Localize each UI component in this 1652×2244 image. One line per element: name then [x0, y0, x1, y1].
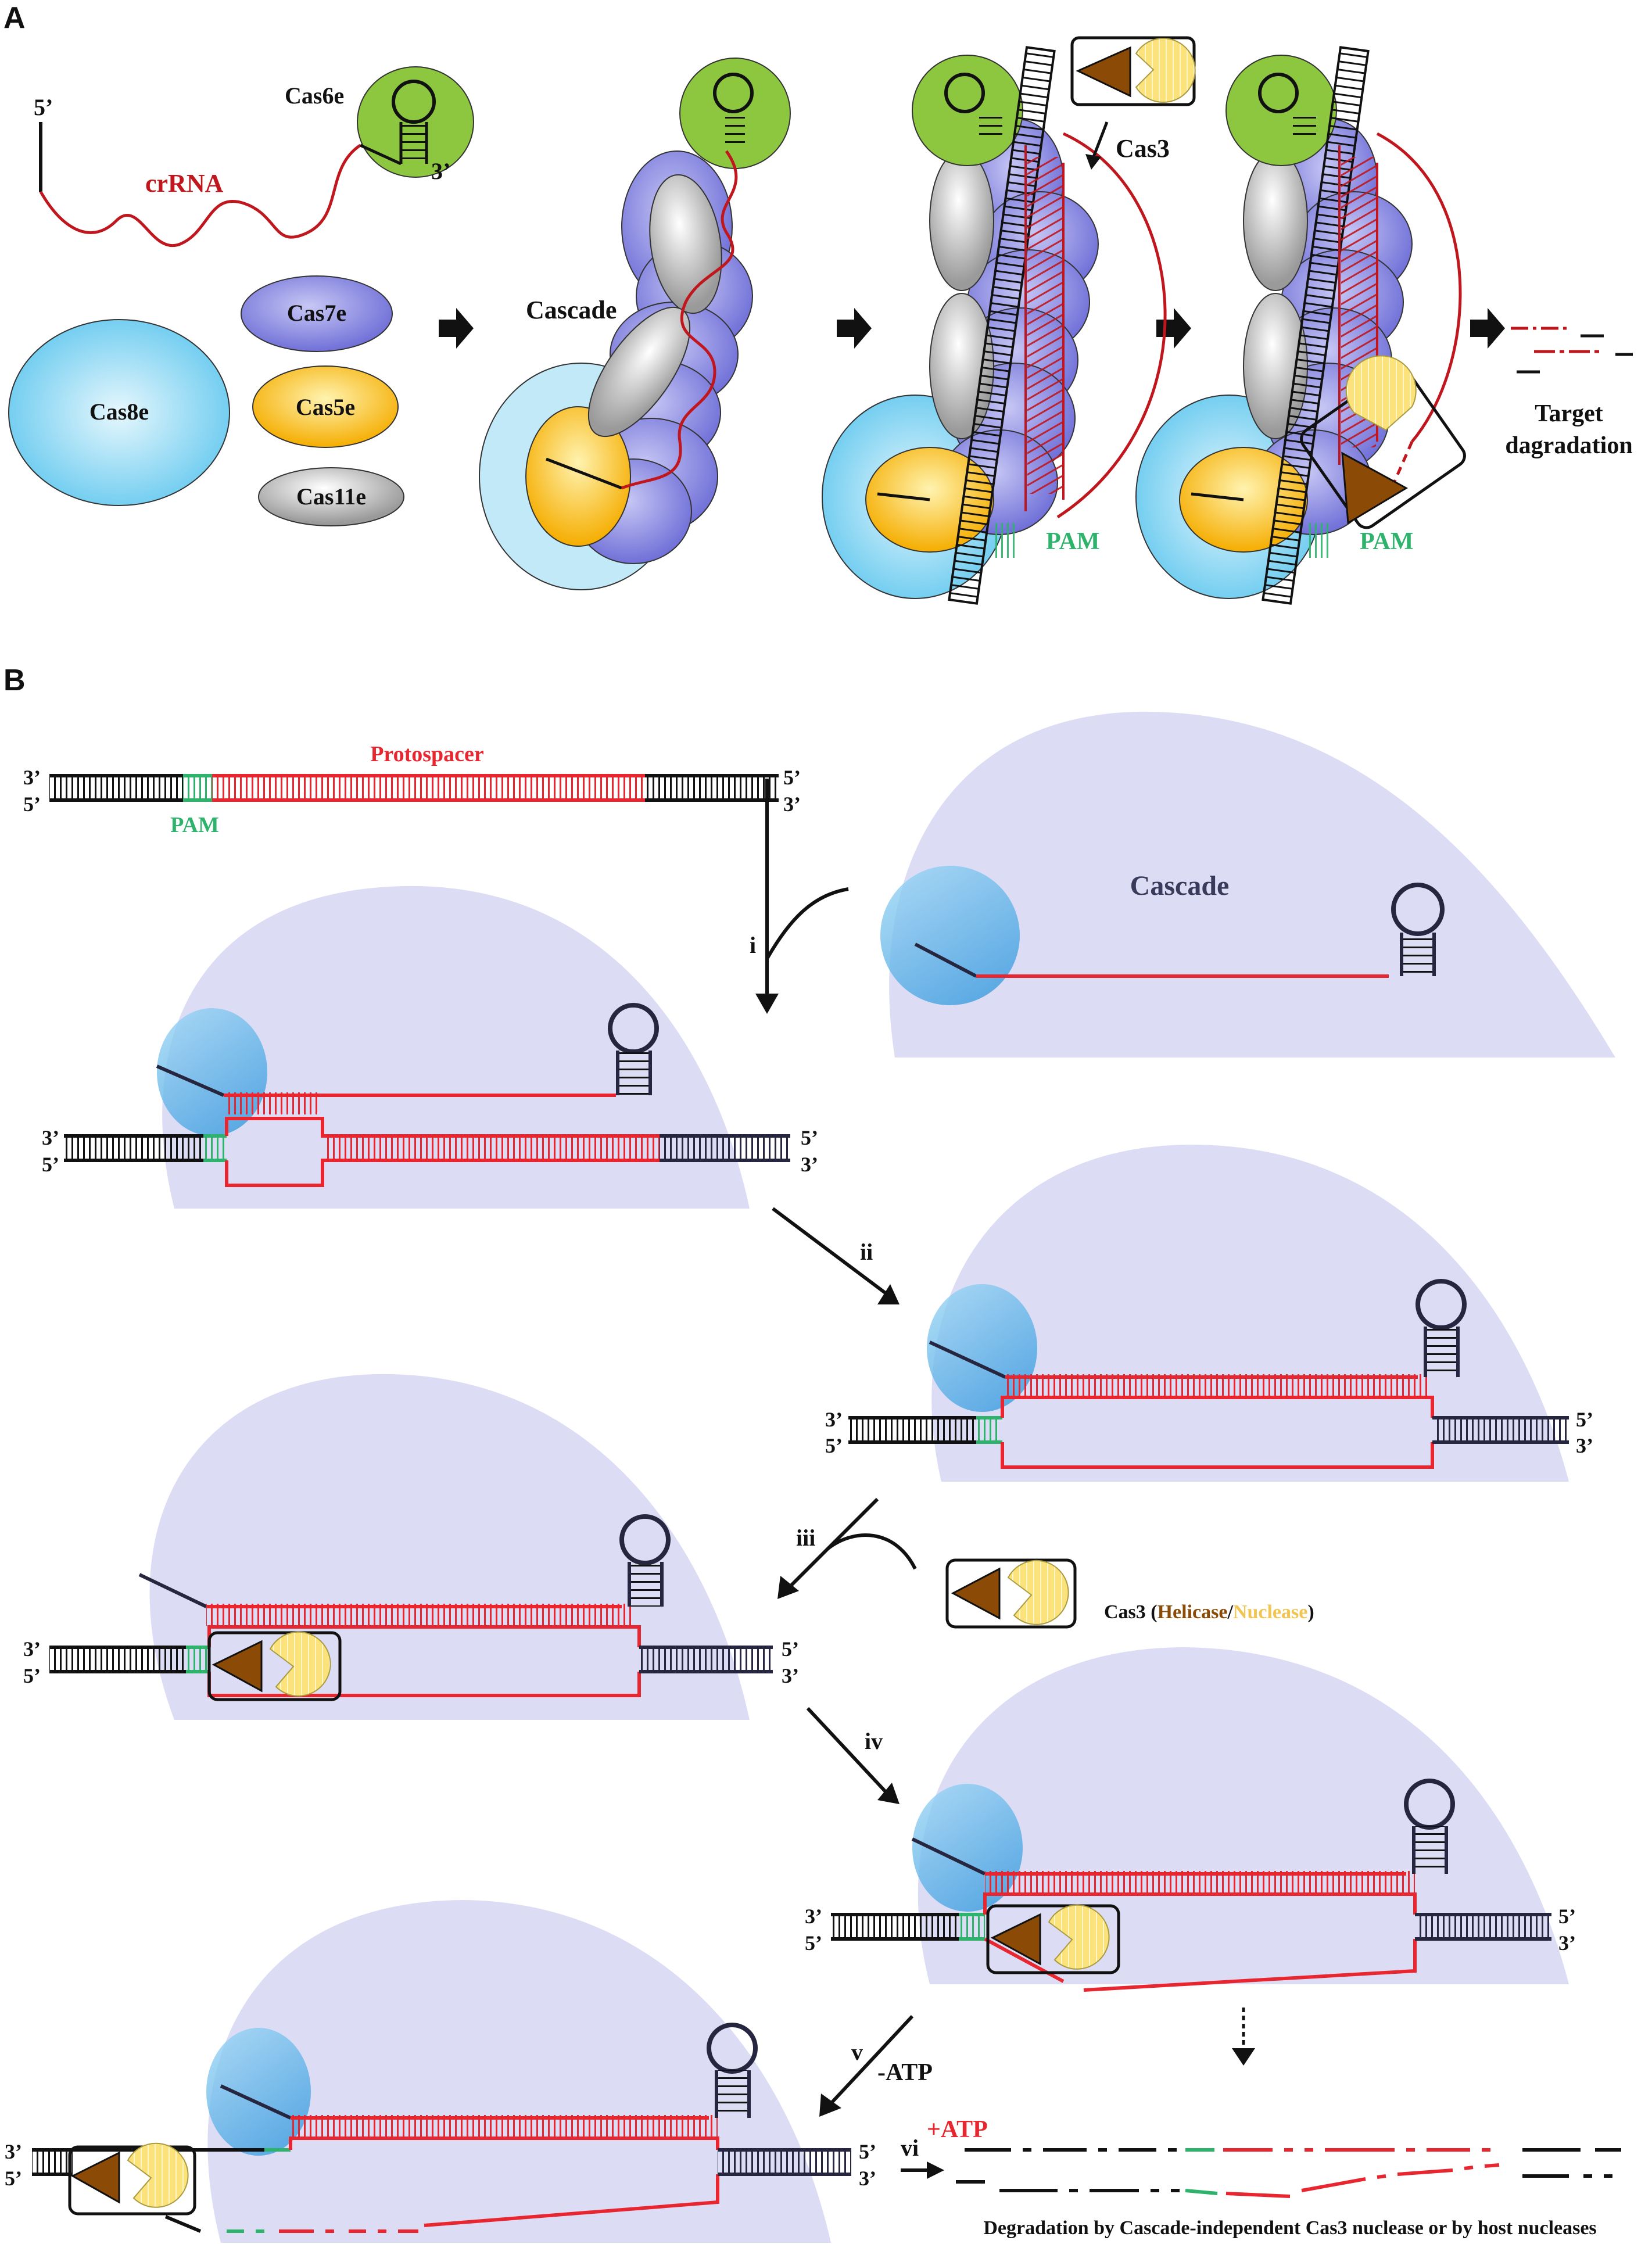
panel-label-b: B [3, 664, 26, 697]
cascade-label-b: Cascade [1130, 870, 1230, 901]
cascade-complex-a1 [479, 58, 791, 590]
dna-end-s2-r5: 5’ [1576, 1408, 1593, 1431]
cas3-label-a: Cas3 [1116, 134, 1170, 163]
dna-end-s5-l5: 5’ [5, 2167, 22, 2190]
cas3-box-a1 [1070, 36, 1196, 106]
step-iv-label: iv [865, 1728, 883, 1754]
step-i-label: i [750, 932, 756, 958]
cascade-state-4 [831, 1647, 1569, 1992]
dna-end-top-right-5: 5’ [783, 766, 801, 789]
cas8e-protein [8, 319, 230, 506]
cas3-legend-slash: / [1227, 1601, 1233, 1623]
cas3-legend-prefix: Cas3 ( [1104, 1601, 1158, 1623]
dna-end-s4-l5: 5’ [805, 1931, 822, 1955]
minus-atp-label: -ATP [877, 2059, 933, 2086]
step-ii-arrow [772, 1207, 900, 1304]
degraded-fragments-a [1511, 327, 1633, 374]
arrow-4 [1470, 308, 1505, 349]
degraded-fragments-b [956, 2148, 1621, 2198]
dna-end-s1-l5: 5’ [42, 1153, 59, 1176]
panel-b: Protospacer PAM 3’ 5’ 5’ 3’ Cascade i [5, 711, 1621, 2243]
dna-end-s4-r3: 3’ [1558, 1931, 1576, 1955]
dna-end-s1-r3: 3’ [801, 1153, 818, 1176]
dna-end-s5-r5: 5’ [859, 2140, 876, 2163]
step-ii-label: ii [860, 1239, 873, 1265]
dna-end-top-left-3: 3’ [23, 766, 41, 789]
dna-end-s3-r3: 3’ [782, 1664, 799, 1687]
dna-end-s2-l5: 5’ [825, 1434, 843, 1457]
cascade-state-2 [848, 1145, 1569, 1482]
cascade-label-a: Cascade [526, 296, 617, 324]
target-degradation-line1: Target [1535, 400, 1603, 427]
dna-end-s1-l3: 3’ [42, 1126, 59, 1149]
cas7e-protein [241, 275, 393, 352]
pam-label-a2: PAM [1360, 528, 1414, 555]
step-v-label: v [851, 2039, 863, 2065]
arrow-3 [1156, 308, 1191, 349]
cas11e-protein [258, 467, 404, 526]
dna-end-top-left-5: 5’ [23, 793, 41, 816]
cascade-state-1 [64, 886, 790, 1209]
step-iv-arrow [806, 1707, 900, 1804]
pam-label-a1: PAM [1046, 528, 1100, 555]
cas8e-label: Cas8e [89, 399, 149, 425]
step-i-arrow [755, 779, 849, 1014]
dna-end-s3-l3: 3’ [23, 1637, 41, 1661]
cas3-legend-label: Cas3 (Helicase/Nuclease) [1104, 1601, 1314, 1623]
pam-label-b: PAM [170, 813, 219, 837]
cascade-state-3 [49, 1374, 773, 1720]
cas6e-label: Cas6e [285, 83, 344, 109]
dna-end-s2-r3: 3’ [1576, 1434, 1593, 1457]
dna-end-s4-r5: 5’ [1558, 1905, 1576, 1928]
dna-end-s3-r5: 5’ [782, 1637, 799, 1661]
cascade-free-b [880, 711, 1615, 1058]
step-vi-label: vi [901, 2135, 919, 2161]
arrow-1 [439, 308, 474, 349]
cas3-legend-icon [945, 1558, 1077, 1629]
dna-end-s5-r3: 3’ [859, 2167, 876, 2190]
cascade-complex-a2 [822, 46, 1167, 605]
degradation-caption: Degradation by Cascade-independent Cas3 … [983, 2217, 1596, 2239]
panel-label-a: A [3, 1, 26, 35]
cas6e-protein [357, 66, 474, 178]
step-iii-arrow [777, 1497, 917, 1599]
step-vi-arrow [901, 2161, 944, 2179]
cas3-arrow [1091, 121, 1109, 160]
cas3-legend-helicase: Helicase [1158, 1601, 1228, 1623]
crrna-strand [39, 122, 361, 247]
dna-end-s4-l3: 3’ [805, 1905, 822, 1928]
cas3-legend-nuclease: Nuclease [1233, 1601, 1307, 1623]
dna-end-s1-r5: 5’ [801, 1126, 818, 1149]
target-dna-free [49, 774, 779, 802]
panel-a: 5’ crRNA Cas6e 3’ Cas8e Cas7e Cas5e Cas1… [8, 36, 1633, 605]
dna-end-s2-l3: 3’ [825, 1408, 843, 1431]
target-degradation-line2: dagradation [1505, 432, 1632, 459]
dna-end-top-right-3: 3’ [783, 793, 801, 816]
cascade-complex-a3 [1135, 46, 1466, 605]
cas5e-protein [252, 365, 399, 448]
cas7e-label: Cas7e [287, 300, 346, 326]
cas3-legend-suffix: ) [1307, 1601, 1314, 1623]
dna-end-s5-l3: 3’ [5, 2140, 22, 2163]
cas11e-label: Cas11e [296, 483, 366, 510]
step-v-arrow [819, 2014, 914, 2117]
five-prime-label: 5’ [34, 94, 53, 120]
cas5e-label: Cas5e [296, 394, 355, 420]
step-iii-label: iii [796, 1525, 815, 1551]
three-prime-label: 3’ [431, 158, 450, 184]
dashed-down-arrow [1232, 2008, 1255, 2066]
arrow-2 [837, 308, 872, 349]
dna-end-s3-l5: 5’ [23, 1664, 41, 1687]
plus-atp-label: +ATP [927, 2116, 988, 2143]
protospacer-label: Protospacer [370, 742, 484, 766]
crrna-label: crRNA [145, 169, 224, 198]
cascade-state-5 [32, 1900, 851, 2243]
